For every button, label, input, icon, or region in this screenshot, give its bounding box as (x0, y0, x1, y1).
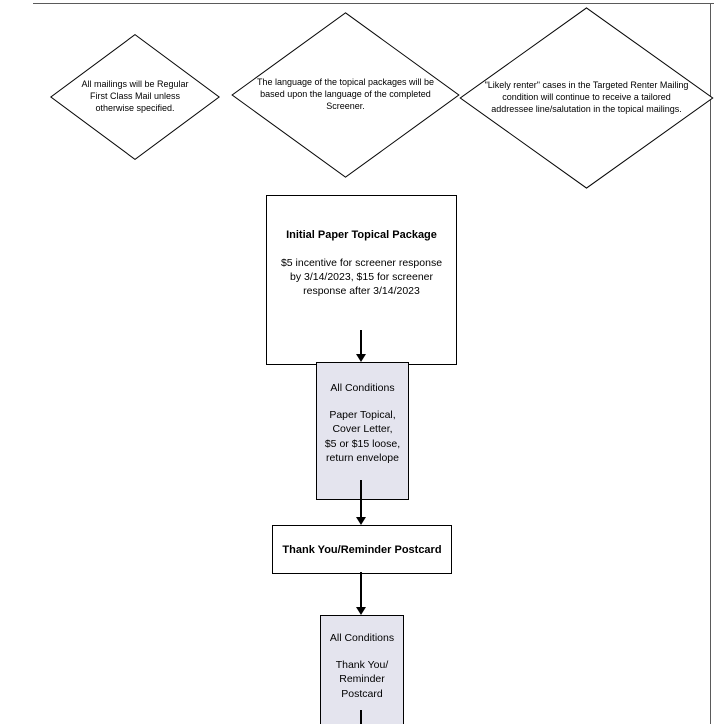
step-thank-you-reminder-postcard: Thank You/Reminder Postcard (272, 525, 452, 574)
initial-package-title: Initial Paper Topical Package (286, 229, 437, 241)
condition-line: Thank You/ (335, 659, 389, 672)
note-diamond-likely-renter: "Likely renter" cases in the Targeted Re… (459, 7, 714, 189)
condition-line: Cover Letter, (332, 423, 393, 436)
diamond-shape (50, 34, 220, 160)
diamond-shape (459, 7, 714, 189)
connector-arrowhead-icon (356, 607, 366, 615)
condition-line: Paper Topical, (329, 409, 396, 422)
condition-line: $5 or $15 loose, (324, 437, 401, 450)
connector-arrowhead-icon (356, 517, 366, 525)
initial-package-body: $5 incentive for screener response by 3/… (280, 257, 443, 298)
note-diamond-language: The language of the topical packages wil… (231, 12, 460, 178)
diamond-shape (231, 12, 460, 178)
condition-line: return envelope (326, 451, 399, 464)
connector-arrow-line (360, 572, 362, 607)
step-all-conditions-postcard: All Conditions Thank You/ Reminder Postc… (320, 615, 404, 724)
connector-arrow-line (360, 480, 362, 517)
note-text-language: The language of the topical packages wil… (256, 77, 435, 111)
connector-arrow-line (360, 710, 362, 724)
connector-arrow-line (360, 330, 362, 355)
step-all-conditions-paper: All Conditions Paper Topical, Cover Lett… (316, 362, 409, 500)
condition-line: Reminder (339, 673, 385, 686)
all-conditions-title: All Conditions (329, 632, 395, 644)
thank-you-label: Thank You/Reminder Postcard (282, 543, 442, 556)
condition-line: Postcard (341, 687, 383, 700)
all-conditions-title: All Conditions (330, 382, 395, 394)
note-diamond-first-class-mail: All mailings will be Regular First Class… (50, 34, 220, 160)
page-border-top (33, 3, 714, 4)
page-border-right (710, 3, 711, 724)
note-text-likely-renter: "Likely renter" cases in the Targeted Re… (484, 80, 689, 114)
note-text-first-class-mail: All mailings will be Regular First Class… (81, 79, 189, 113)
connector-arrowhead-icon (356, 354, 366, 362)
